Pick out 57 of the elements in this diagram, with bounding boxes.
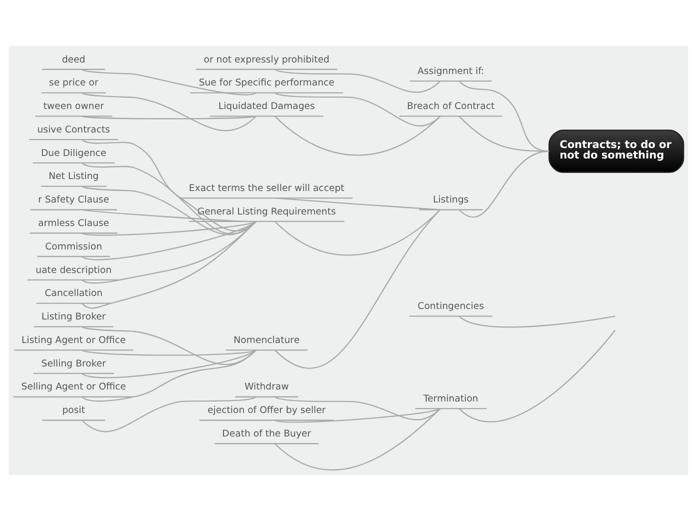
connector xyxy=(274,208,441,368)
connector xyxy=(274,408,441,470)
node-text: Selling Broker xyxy=(41,358,106,369)
node-text: r Safety Clause xyxy=(38,194,110,206)
connector xyxy=(82,220,256,236)
node-text: Listing Agent or Office xyxy=(22,334,126,346)
connector xyxy=(458,315,616,328)
connector xyxy=(82,68,256,95)
node-text: usive Contracts xyxy=(37,124,110,135)
node-text: Breach of Contract xyxy=(406,100,495,112)
node-text: Withdraw xyxy=(244,381,289,392)
connector xyxy=(82,92,256,131)
node-text: Assignment if: xyxy=(417,65,484,76)
node-text: Termination xyxy=(423,392,478,404)
connector xyxy=(458,80,550,152)
connector xyxy=(274,115,441,156)
connector xyxy=(274,92,441,126)
node-box: Contracts; to do or not do something xyxy=(548,129,684,172)
node-text: Due Diligence xyxy=(41,147,106,158)
connector xyxy=(82,220,256,284)
node-text: or not expressly prohibited xyxy=(204,54,330,65)
connector xyxy=(81,220,257,308)
node-text: Commission xyxy=(45,240,102,252)
node-text: Listing Broker xyxy=(42,311,106,322)
connector xyxy=(82,220,256,260)
node-text: Sue for Specific performance xyxy=(198,77,334,88)
connector xyxy=(82,349,256,378)
node-text: Listings xyxy=(433,194,469,206)
node-text: ejection of Offer by seller xyxy=(208,404,326,416)
node-text: Contingencies xyxy=(418,300,484,312)
node-text: Net Listing xyxy=(48,170,99,182)
connector xyxy=(458,150,550,218)
connector xyxy=(82,115,256,119)
connector xyxy=(274,68,441,92)
node-text: armless Clause xyxy=(38,217,110,228)
node-text: uate description xyxy=(36,264,112,276)
node-text: posit xyxy=(62,404,86,416)
connector xyxy=(82,326,256,364)
node-text: Nomenclature xyxy=(234,334,300,346)
node-text: Exact terms the seller will accept xyxy=(188,182,344,194)
node-text: deed xyxy=(62,54,86,65)
node-text: Death of the Buyer xyxy=(222,428,312,440)
connector xyxy=(82,162,256,234)
connector xyxy=(82,349,256,356)
connector xyxy=(81,396,256,432)
node-text: General Listing Requirements xyxy=(197,206,336,217)
connector xyxy=(274,408,441,422)
node-text: Liquidated Damages xyxy=(218,100,315,112)
connector xyxy=(82,185,256,235)
connector xyxy=(458,329,616,422)
node-text: Cancellation xyxy=(44,288,103,299)
connector xyxy=(458,115,550,152)
node-text: Selling Agent or Office xyxy=(21,381,126,392)
connector xyxy=(82,349,256,402)
node-text: se price or xyxy=(48,77,98,88)
connector xyxy=(274,196,440,210)
node-text: tween owner xyxy=(43,100,104,112)
